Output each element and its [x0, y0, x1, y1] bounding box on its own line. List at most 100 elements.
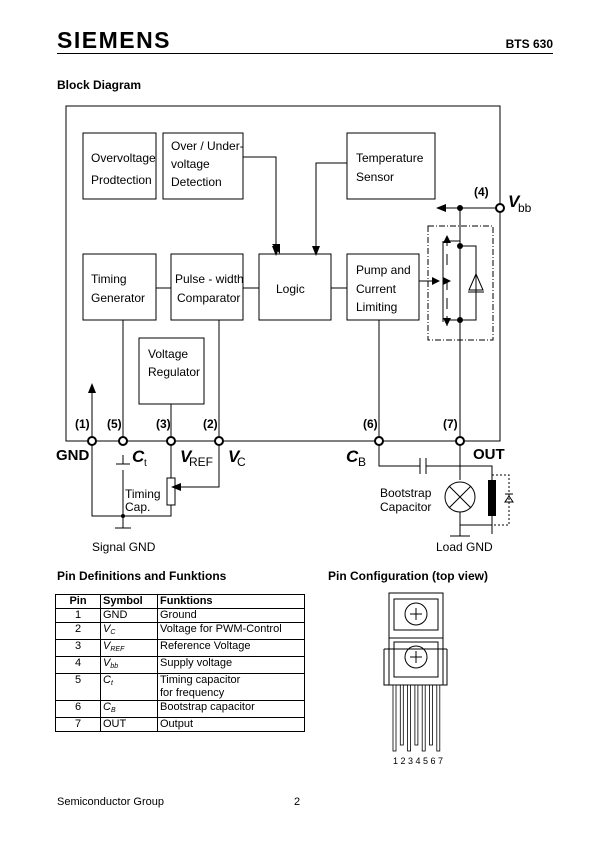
- block-temperature: [346, 132, 436, 200]
- cell-pin: 1: [55, 608, 101, 623]
- package-lead: [407, 684, 412, 752]
- package-lead: [421, 684, 426, 752]
- symbol-sub: B: [110, 707, 116, 714]
- page-number: 2: [294, 796, 301, 808]
- brand-logo: SIEMENS: [57, 27, 172, 53]
- cell-symbol: Vbb: [100, 656, 158, 674]
- cell-symbol: GND: [100, 608, 158, 623]
- pin-configuration-title: Pin Configuration (top view): [328, 569, 488, 583]
- part-number: BTS 630: [505, 37, 553, 51]
- cell-function: Bootstrap capacitor: [157, 700, 305, 718]
- pump-text-1: Pump and: [356, 263, 411, 277]
- pin-number-4: (4): [474, 185, 489, 199]
- package-drawing: 1 2 3 4 5 6 7: [383, 592, 448, 766]
- vbb-label: V: [508, 192, 521, 211]
- pump-text-3: Limiting: [356, 300, 397, 314]
- cell-pin: 3: [55, 639, 101, 657]
- block-timing: [82, 253, 157, 321]
- function-text: Output: [160, 718, 194, 730]
- bootstrap-text-2: Capacitor: [380, 500, 431, 514]
- block-pump: [346, 253, 420, 321]
- symbol-sub: t: [110, 680, 113, 687]
- pwm-text-1: Pulse - width: [175, 272, 244, 286]
- footer-left: Semiconductor Group: [57, 796, 164, 808]
- cell-pin: 7: [55, 717, 101, 732]
- package-lead: [414, 684, 419, 746]
- function-text: Supply voltage: [160, 657, 233, 669]
- cell-symbol: CB: [100, 700, 158, 718]
- cb-sub: B: [358, 455, 366, 469]
- gnd-label: GND: [56, 447, 90, 464]
- table-header-row: Pin Symbol Funktions: [55, 594, 305, 609]
- block-overvoltage: [82, 132, 157, 200]
- logic-text: Logic: [276, 282, 305, 296]
- pin-number-2: (2): [203, 417, 218, 431]
- temperature-text-1: Temperature: [356, 151, 424, 165]
- regulator-text-1: Voltage: [148, 347, 188, 361]
- cell-function: Reference Voltage: [157, 639, 305, 657]
- block-over-under: [162, 132, 244, 200]
- header-pin: Pin: [55, 594, 101, 609]
- block-diagram-title: Block Diagram: [57, 78, 142, 92]
- pin-definitions-title: Pin Definitions and Funktions: [57, 569, 227, 583]
- header-function: Funktions: [157, 594, 305, 609]
- function-text: Voltage for PWM-Control: [160, 623, 282, 635]
- symbol-main: V: [103, 640, 111, 652]
- vref-sub: REF: [189, 455, 213, 469]
- package-lead: [392, 684, 397, 752]
- temperature-text-2: Sensor: [356, 170, 394, 184]
- symbol-main: C: [103, 701, 111, 713]
- cell-pin: 2: [55, 622, 101, 640]
- block-pwm: [170, 253, 244, 321]
- timing-cap-text-1: Timing: [125, 487, 161, 501]
- pin-number-7: (7): [443, 417, 458, 431]
- cell-symbol: VC: [100, 622, 158, 640]
- out-label: OUT: [473, 446, 505, 463]
- mounting-hole-icon: [404, 602, 428, 626]
- pin-number-6: (6): [363, 417, 378, 431]
- cell-symbol: OUT: [100, 717, 158, 732]
- cell-function: Ground: [157, 608, 305, 623]
- regulator-text-2: Regulator: [148, 365, 200, 379]
- symbol-main: OUT: [103, 718, 127, 730]
- overvoltage-text-2: Prodtection: [91, 173, 152, 187]
- pin-number-5: (5): [107, 417, 122, 431]
- ct-label: C: [132, 447, 145, 466]
- header-symbol: Symbol: [100, 594, 158, 609]
- timing-cap-text-2: Cap.: [125, 500, 150, 514]
- timing-text-1: Timing: [91, 272, 127, 286]
- package-tab: [388, 592, 444, 650]
- symbol-sub: REF: [110, 646, 125, 653]
- cell-function: Output: [157, 717, 305, 732]
- pin-numbers-label: 1 2 3 4 5 6 7: [393, 756, 443, 766]
- pwm-text-2: Comparator: [177, 291, 240, 305]
- function-text: Bootstrap capacitor: [160, 701, 255, 713]
- over-under-text-2: voltage: [171, 157, 210, 171]
- function-text: Ground: [160, 609, 197, 621]
- function-text: Reference Voltage: [160, 640, 251, 652]
- vc-sub: C: [237, 455, 246, 469]
- vref-label: V: [180, 447, 193, 466]
- block-logic: [258, 253, 332, 321]
- package-lead: [436, 684, 441, 752]
- package-lead: [429, 684, 433, 746]
- vbb-sub: bb: [518, 201, 532, 215]
- cell-function: Voltage for PWM-Control: [157, 622, 305, 640]
- cell-symbol: VREF: [100, 639, 158, 657]
- ct-sub: t: [144, 458, 147, 469]
- symbol-sub: C: [110, 629, 116, 636]
- cell-pin: 6: [55, 700, 101, 718]
- package-lead: [399, 684, 404, 746]
- bootstrap-text-1: Bootstrap: [380, 486, 432, 500]
- vc-label: V: [228, 447, 241, 466]
- load-gnd-label: Load GND: [436, 540, 493, 554]
- pin-number-1: (1): [75, 417, 90, 431]
- over-under-text-1: Over / Under-: [171, 139, 244, 153]
